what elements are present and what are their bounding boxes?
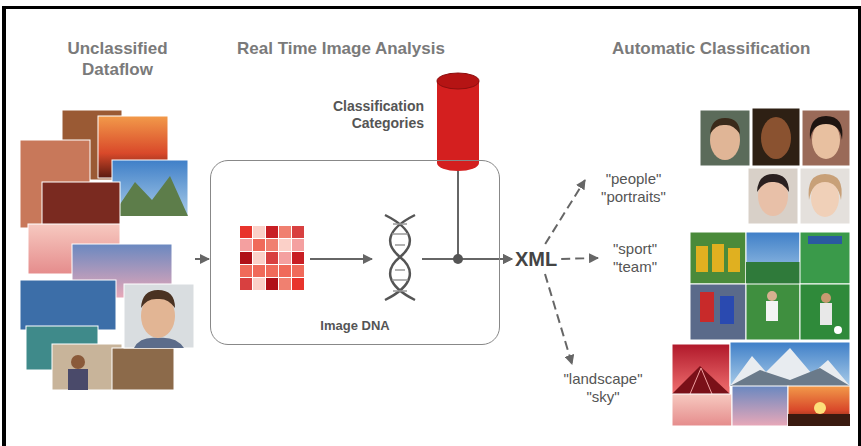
- flow-arrow: [545, 274, 572, 364]
- flow-arrow: [561, 258, 598, 259]
- flow-arrow: [458, 171, 512, 259]
- node-text: Classification Categories: [306, 98, 424, 132]
- node-text: "sport" "team": [604, 240, 666, 276]
- node-text: "people" "portraits": [591, 170, 676, 206]
- flow-arrow: [500, 258, 512, 260]
- format-node: XML: [515, 247, 557, 271]
- column-heading: Real Time Image Analysis: [237, 38, 445, 59]
- analysis-box: Image DNA: [210, 160, 500, 345]
- node-text: Unclassified Dataflow: [40, 38, 195, 80]
- flow-arrow: [195, 258, 209, 260]
- node-text: Image DNA: [211, 318, 499, 334]
- category-label: "people" "portraits": [585, 166, 682, 210]
- column-heading: Automatic Classification: [612, 38, 810, 59]
- flow-arrow: [545, 180, 585, 244]
- category-label: "landscape" "sky": [552, 366, 654, 410]
- node-text: "landscape" "sky": [558, 370, 648, 406]
- cylinder-shape: [436, 72, 480, 172]
- database-cylinder: Classification Categories: [436, 72, 480, 172]
- node-text: XML: [515, 247, 557, 271]
- category-label: "sport" "team": [598, 236, 672, 280]
- dataflow-group: Unclassified Dataflow: [40, 38, 195, 393]
